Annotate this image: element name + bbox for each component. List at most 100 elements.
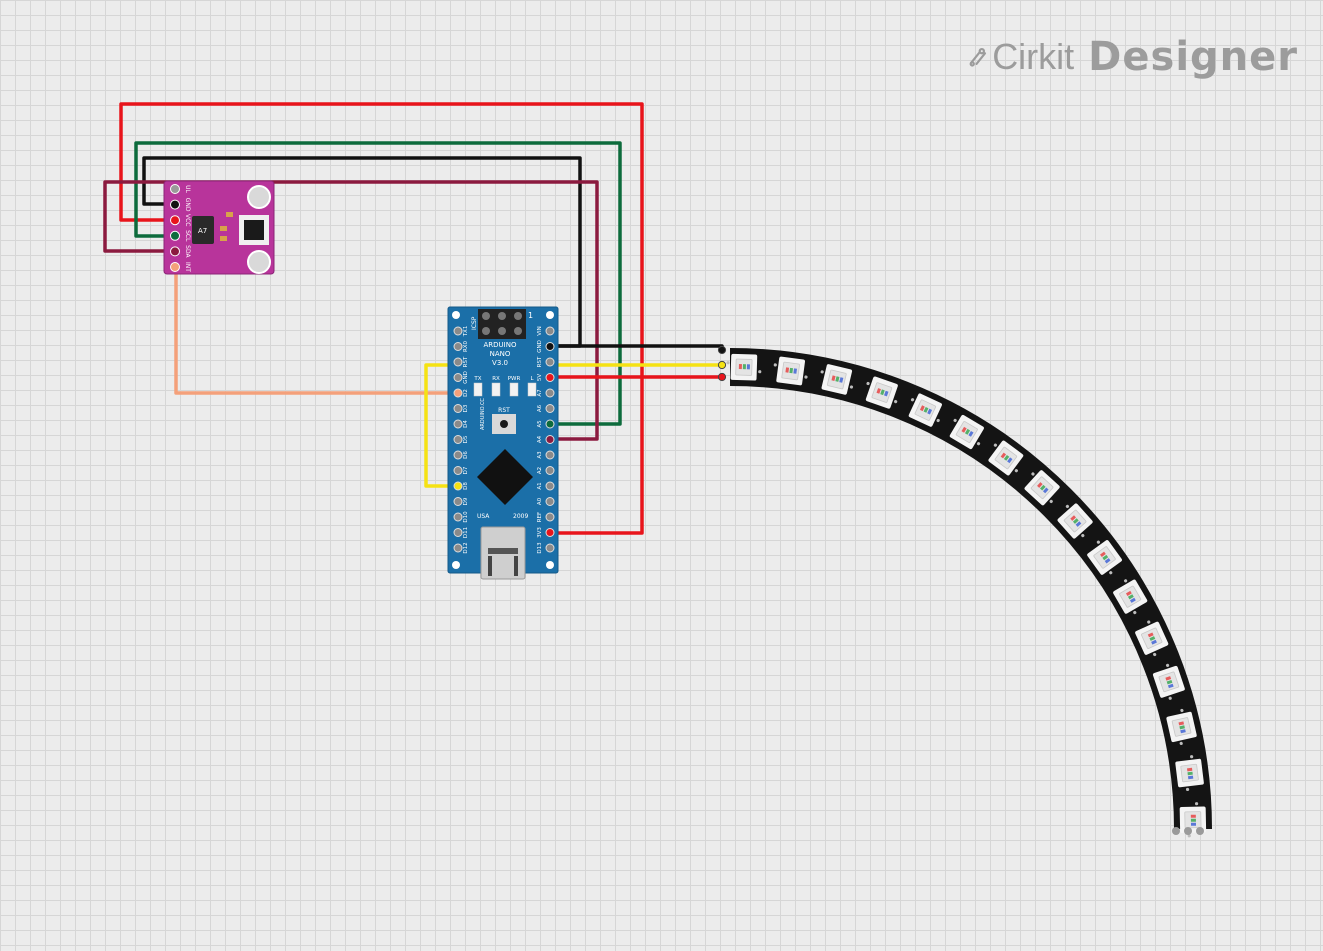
arduino-pin-a0[interactable] xyxy=(545,497,555,506)
wire-a5-scl[interactable] xyxy=(134,141,622,426)
strip-led xyxy=(773,356,808,386)
arduino-pin-label-a2: A2 xyxy=(537,467,543,474)
strip-output-pins[interactable] xyxy=(1172,827,1204,835)
sensor-pin-label-gnd: GND xyxy=(184,198,191,212)
arduino-pin-5v[interactable] xyxy=(545,373,555,382)
strip-led xyxy=(1087,540,1122,575)
arduino-cc-label: ARDUINO.CC xyxy=(480,398,486,430)
arduino-pin-d2[interactable] xyxy=(453,388,463,398)
arduino-pin-label-gnd: GND xyxy=(463,371,469,384)
board-title-arduino: ARDUINO xyxy=(484,341,517,349)
arduino-pin-gnd[interactable] xyxy=(453,373,463,382)
arduino-pin-rst[interactable] xyxy=(545,357,555,367)
strip-led xyxy=(1152,663,1185,700)
arduino-pin-d3[interactable] xyxy=(453,404,463,413)
sensor-pin-scl[interactable] xyxy=(170,230,180,241)
arduino-pin-a5[interactable] xyxy=(545,419,555,429)
arduino-pin-label-a7: A7 xyxy=(537,389,543,397)
arduino-pin-rx0[interactable] xyxy=(453,342,463,351)
wire-3v3-vcc[interactable] xyxy=(119,102,644,535)
board-title-version: V3.0 xyxy=(492,359,508,367)
arduino-pin-a2[interactable] xyxy=(545,466,555,475)
sensor-pin-label-ul: UL xyxy=(184,185,191,193)
strip-led xyxy=(726,353,762,381)
led-label-l: L xyxy=(530,376,534,382)
status-led-rx xyxy=(491,382,501,397)
led-label-tx: TX xyxy=(473,376,481,382)
arduino-pin-ref[interactable] xyxy=(545,512,555,522)
arduino-pin-a4[interactable] xyxy=(545,435,555,444)
arduino-pin-label-d5: D5 xyxy=(463,435,469,443)
arduino-pin-d8[interactable] xyxy=(453,481,463,491)
sensor-chip-label: A7 xyxy=(198,227,207,235)
strip-led xyxy=(908,393,942,427)
sensor-pin-label-int: INT xyxy=(184,262,191,272)
status-led-pwr xyxy=(509,382,519,397)
arduino-pin-d12[interactable] xyxy=(453,543,463,553)
status-led-tx xyxy=(473,382,483,397)
sensor-pin-sda[interactable] xyxy=(170,246,180,257)
year-label: 2009 xyxy=(513,513,528,520)
led-label-rx: RX xyxy=(492,376,500,382)
brand-name-designer: Designer xyxy=(1088,34,1298,80)
arduino-pin-d6[interactable] xyxy=(453,450,463,460)
usa-label: USA xyxy=(477,513,490,520)
arduino-pin-label-d12: D12 xyxy=(463,542,469,553)
strip-input-pins[interactable] xyxy=(717,345,727,382)
arduino-pin-a1[interactable] xyxy=(545,481,555,491)
arduino-pin-label-d10: D10 xyxy=(463,511,469,523)
arduino-pin-d11[interactable] xyxy=(453,528,463,537)
arduino-pin-tx1[interactable] xyxy=(453,326,463,336)
arduino-pin-label-a3: A3 xyxy=(537,451,543,459)
sensor-pin-label-scl: SCL xyxy=(184,230,191,242)
arduino-pin-label-rst: RST xyxy=(463,356,469,367)
arduino-pin-label-3v3: 3V3 xyxy=(537,527,543,538)
strip-led xyxy=(1057,503,1093,539)
arduino-pin-d13[interactable] xyxy=(545,543,555,553)
sensor-pin-ul[interactable] xyxy=(170,184,180,194)
arduino-pin-label-d6: D6 xyxy=(463,451,469,459)
arduino-pin-d4[interactable] xyxy=(453,419,463,429)
strip-led xyxy=(1166,708,1197,746)
arduino-pin-a3[interactable] xyxy=(545,450,555,460)
arduino-pin-label-d4: D4 xyxy=(463,420,469,428)
arduino-pin-gnd2[interactable] xyxy=(545,342,555,351)
sensor-pin-label-vcc: VCC xyxy=(184,214,191,226)
status-led-l xyxy=(527,382,537,397)
arduino-pin-rst[interactable] xyxy=(453,357,463,367)
cirkit-logo-icon xyxy=(969,47,987,67)
arduino-pin-label-a1: A1 xyxy=(537,482,543,489)
sensor-module[interactable]: A7 UL GND VCC SCL SDA INT xyxy=(163,180,275,275)
sensor-pin-int[interactable] xyxy=(170,262,180,272)
arduino-pin-d9[interactable] xyxy=(453,497,463,506)
sensor-pin-gnd[interactable] xyxy=(170,199,180,210)
wire-a4-sda[interactable] xyxy=(103,180,599,441)
sensor-pin-label-sda: SDA xyxy=(184,245,191,258)
arduino-pin-label-tx1: TX1 xyxy=(463,326,469,338)
led-strip[interactable] xyxy=(717,345,1212,838)
wire-d8-din[interactable] xyxy=(424,363,724,488)
arduino-pin-a6[interactable] xyxy=(545,404,555,413)
arduino-pin-label-a0: A0 xyxy=(537,497,543,505)
sensor-pin-vcc[interactable] xyxy=(170,215,180,226)
arduino-pin-a7[interactable] xyxy=(545,388,555,398)
arduino-pin-label-rx0: RX0 xyxy=(463,340,469,352)
arduino-pin-vin[interactable] xyxy=(545,326,555,336)
strip-led xyxy=(1135,620,1169,657)
strip-led xyxy=(988,440,1024,476)
arduino-pin-label-d13: D13 xyxy=(537,542,543,554)
arduino-pin-d5[interactable] xyxy=(453,435,463,444)
arduino-pin-label-gnd2: GND xyxy=(537,340,543,353)
arduino-pin-3v3[interactable] xyxy=(545,528,555,537)
wire-gnd-strip[interactable] xyxy=(548,344,724,352)
arduino-pin-d10[interactable] xyxy=(453,512,463,522)
arduino-pin-d7[interactable] xyxy=(453,466,463,475)
wire-d2-int[interactable] xyxy=(174,265,460,395)
arduino-pin-label-d3: D3 xyxy=(463,404,469,412)
strip-led xyxy=(1024,470,1060,506)
icsp-pin1-label: 1 xyxy=(528,311,533,320)
arduino-pin-label-d2: D2 xyxy=(463,389,469,397)
strip-led xyxy=(820,364,854,395)
